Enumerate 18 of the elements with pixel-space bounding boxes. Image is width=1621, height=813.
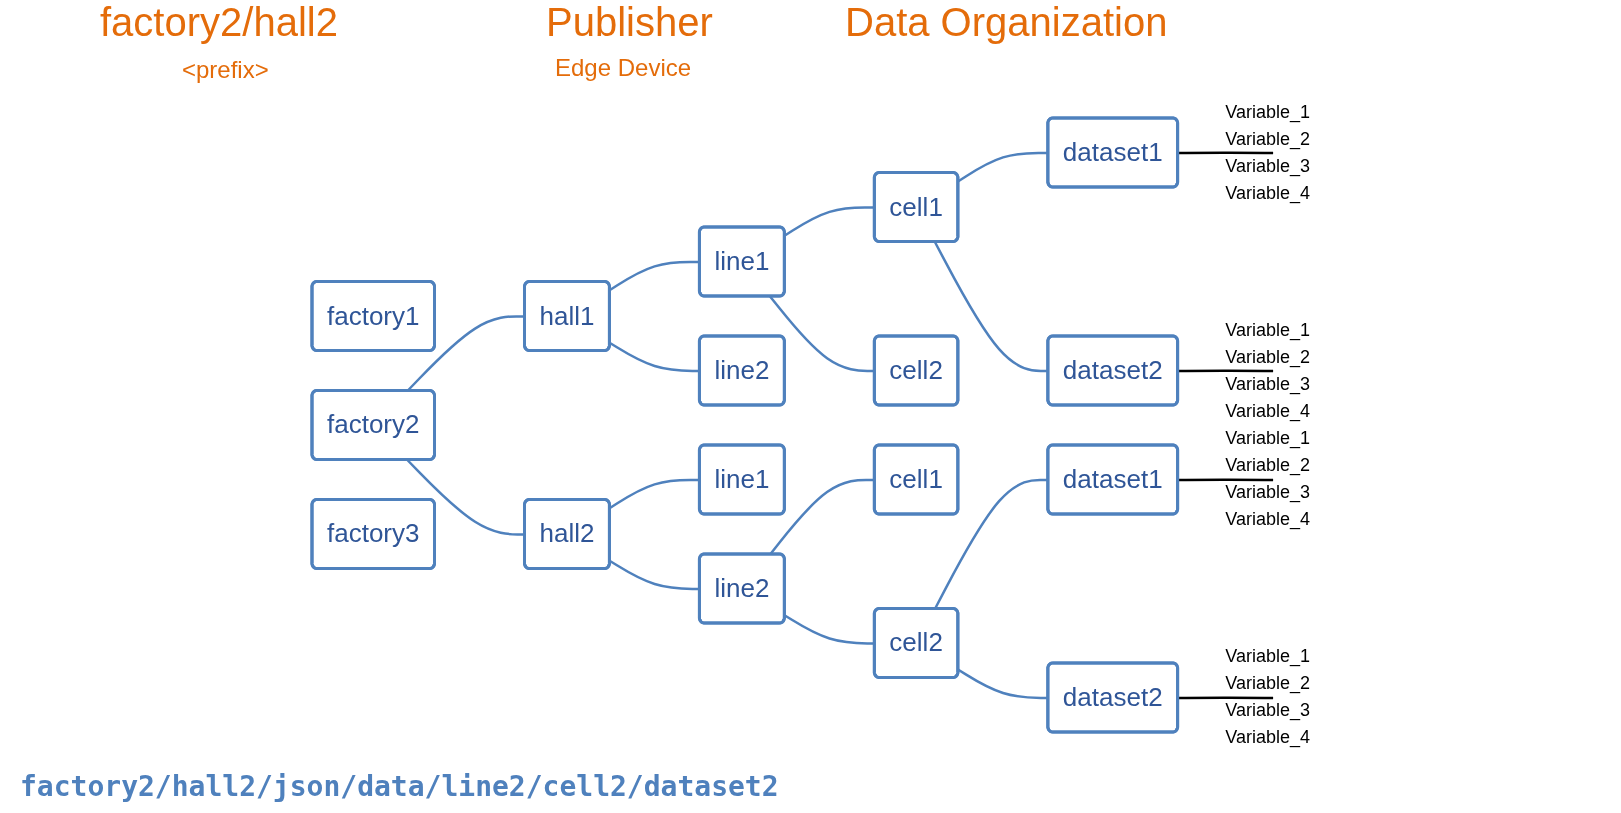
column-heading: factory2/hall2 <box>100 0 338 45</box>
column-heading: Publisher <box>546 0 713 45</box>
node-text: Variable_1 Variable_2 Variable_3 Variable_4 <box>1224 101 1310 203</box>
node-text: Variable_1 Variable_2 Variable_3 Variable_4 <box>1224 428 1310 530</box>
node-text: Variable_1 Variable_2 Variable_3 Variable_4 <box>1224 319 1310 421</box>
column-subheading: <prefix> <box>182 56 269 84</box>
connector <box>406 459 525 536</box>
connector <box>957 668 1048 700</box>
column-subheading: Edge Device <box>555 54 692 82</box>
connector <box>933 241 1048 373</box>
node-text: Variable_1 Variable_2 Variable_3 Variable_4 <box>1224 646 1310 748</box>
topic-path: factory2/hall2/json/data/line2/cell2/dataset2 <box>20 770 779 803</box>
column-heading: Data Organization <box>845 0 1168 45</box>
connector <box>957 151 1048 183</box>
connector <box>1177 478 1273 482</box>
connector <box>1177 369 1273 373</box>
connector <box>1177 151 1273 155</box>
connector <box>1177 696 1273 700</box>
